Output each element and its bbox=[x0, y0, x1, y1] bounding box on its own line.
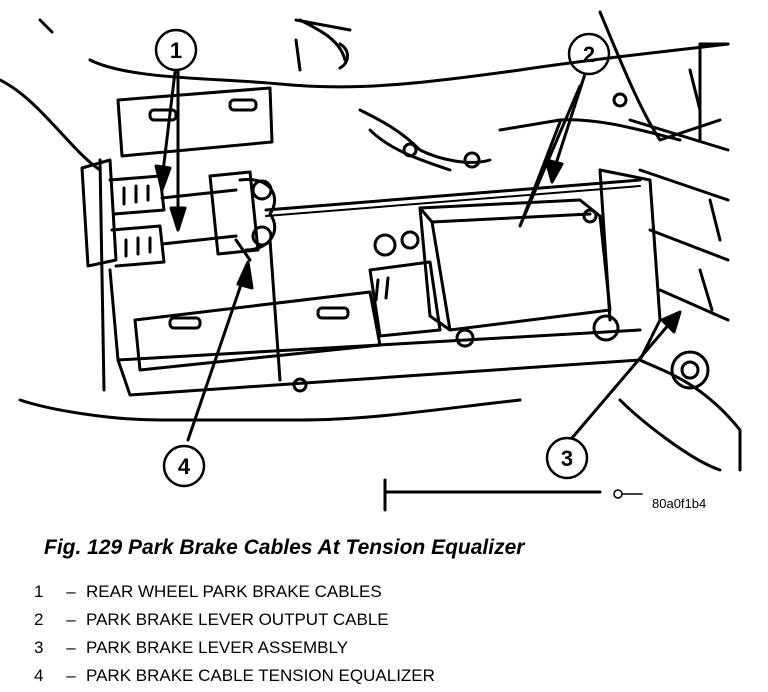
vehicle-floor-structure bbox=[0, 10, 742, 512]
legend-number: 1 bbox=[34, 582, 44, 601]
legend-number: 4 bbox=[34, 666, 44, 685]
callout-3-label: 3 bbox=[561, 446, 573, 471]
legend-item-4: 4 –PARK BRAKE CABLE TENSION EQUALIZER bbox=[34, 662, 435, 690]
legend-text: PARK BRAKE CABLE TENSION EQUALIZER bbox=[86, 666, 435, 685]
legend-text: PARK BRAKE LEVER OUTPUT CABLE bbox=[86, 610, 389, 629]
lever-bracket bbox=[108, 168, 662, 397]
legend-text: PARK BRAKE LEVER ASSEMBLY bbox=[86, 638, 349, 657]
legend-separator: – bbox=[66, 610, 76, 629]
legend-number: 2 bbox=[34, 610, 44, 629]
legend-item-1: 1 –REAR WHEEL PARK BRAKE CABLES bbox=[34, 578, 435, 606]
callout-2: 2 bbox=[567, 32, 611, 76]
callout-1: 1 bbox=[154, 28, 198, 72]
callout-3: 3 bbox=[545, 436, 589, 480]
callout-4: 4 bbox=[162, 444, 206, 488]
figure-code: 80a0f1b4 bbox=[613, 489, 706, 511]
callout-1-label: 1 bbox=[170, 38, 182, 63]
callout-4-label: 4 bbox=[178, 454, 191, 479]
figure-caption: Fig. 129 Park Brake Cables At Tension Eq… bbox=[44, 536, 525, 559]
legend-separator: – bbox=[66, 582, 76, 601]
tension-equalizer bbox=[208, 170, 277, 262]
legend-list: 1–REAR WHEEL PARK BRAKE CABLES 2–PARK BR… bbox=[34, 578, 435, 690]
legend-item-2: 2 –PARK BRAKE LEVER OUTPUT CABLE bbox=[34, 606, 435, 634]
cable-connectors bbox=[80, 86, 274, 392]
figure-code-label: 80a0f1b4 bbox=[652, 496, 706, 511]
legend-number: 3 bbox=[34, 638, 44, 657]
park-brake-cables bbox=[160, 178, 642, 246]
callout-2-label: 2 bbox=[583, 42, 595, 67]
legend-text: REAR WHEEL PARK BRAKE CABLES bbox=[86, 582, 382, 601]
lever-assembly-module bbox=[368, 198, 620, 348]
legend-separator: – bbox=[66, 638, 76, 657]
legend-separator: – bbox=[66, 666, 76, 685]
legend-item-3: 3 –PARK BRAKE LEVER ASSEMBLY bbox=[34, 634, 435, 662]
callout-leaders bbox=[154, 70, 682, 442]
brake-cable-illustration: 1 2 3 4 80a0f1b4 bbox=[0, 10, 742, 512]
